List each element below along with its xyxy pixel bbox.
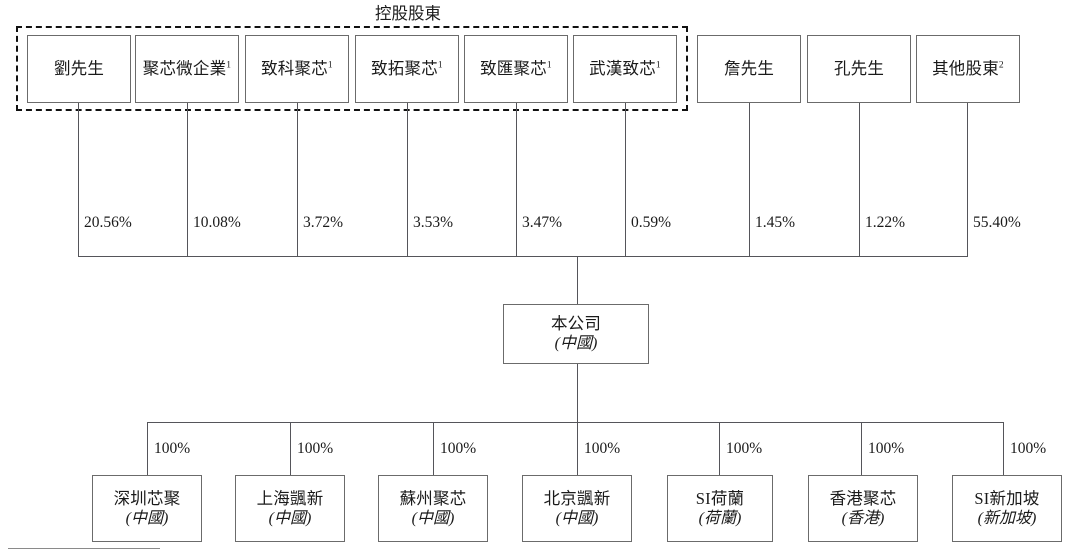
footnote-marker: 2 <box>998 60 1004 71</box>
connector-line <box>967 103 968 256</box>
shareholder-name-text: 武漢致芯 <box>589 58 656 78</box>
connector-line <box>297 103 298 256</box>
footnote-marker: 1 <box>327 60 333 71</box>
ownership-percent: 3.53% <box>413 214 454 231</box>
subsidiary-percent: 100% <box>297 440 334 457</box>
connector-line <box>187 103 188 256</box>
footnote-marker: 1 <box>226 60 232 71</box>
shareholder-name-text: 其他股東 <box>932 58 999 78</box>
footnote-marker: 1 <box>437 60 443 71</box>
shareholder-name: 聚芯微企業1 <box>143 59 231 79</box>
subsidiary-name: 北京颽新 <box>543 488 611 508</box>
shareholder-name: 致拓聚芯1 <box>371 59 443 79</box>
controlling-shareholder-group-outline <box>16 26 688 111</box>
ownership-percent: 1.22% <box>865 214 906 231</box>
subsidiary-box[interactable]: 蘇州聚芯 (中國) <box>378 475 488 542</box>
ownership-percent: 3.72% <box>303 214 344 231</box>
shareholder-name: 武漢致芯1 <box>589 59 661 79</box>
subsidiary-location: (香港) <box>841 509 885 527</box>
connector-line <box>859 103 860 256</box>
subsidiary-percent: 100% <box>868 440 905 457</box>
subsidiary-location: (中國) <box>125 509 169 527</box>
subsidiary-location: (中國) <box>555 509 599 527</box>
connector-line <box>78 103 79 256</box>
shareholder-name: 其他股東2 <box>932 59 1004 79</box>
subsidiary-box[interactable]: 香港聚芯 (香港) <box>808 475 918 542</box>
shareholder-box[interactable]: 聚芯微企業1 <box>135 35 239 103</box>
ownership-percent: 20.56% <box>84 214 132 231</box>
controlling-shareholder-title: 控股股東 <box>375 4 441 23</box>
subsidiary-bus-line <box>147 422 1003 423</box>
subsidiary-box[interactable]: SI新加坡 (新加坡) <box>952 475 1062 542</box>
shareholder-box[interactable]: 其他股東2 <box>916 35 1020 103</box>
footnote-marker: 1 <box>655 60 661 71</box>
shareholder-name: 詹先生 <box>723 58 775 78</box>
shareholder-name-text: 致科聚芯 <box>261 58 328 78</box>
company-name: 本公司 <box>550 314 602 334</box>
shareholder-box[interactable]: 劉先生 <box>27 35 131 103</box>
shareholder-box[interactable]: 詹先生 <box>697 35 801 103</box>
connector-line <box>516 103 517 256</box>
company-location: (中國) <box>554 335 598 353</box>
ownership-percent: 55.40% <box>973 214 1021 231</box>
subsidiary-box[interactable]: 上海颽新 (中國) <box>235 475 345 542</box>
subsidiary-name: SI新加坡 <box>974 488 1040 508</box>
subsidiary-percent: 100% <box>440 440 477 457</box>
connector-line <box>147 422 148 475</box>
company-box[interactable]: 本公司 (中國) <box>503 304 649 364</box>
subsidiary-name: 香港聚芯 <box>829 488 897 508</box>
company-inbound-line <box>577 256 578 304</box>
shareholder-box[interactable]: 致科聚芯1 <box>245 35 349 103</box>
ownership-percent: 0.59% <box>631 214 672 231</box>
shareholder-name: 劉先生 <box>53 58 105 78</box>
ownership-percent: 1.45% <box>755 214 796 231</box>
shareholder-name: 孔先生 <box>833 58 885 78</box>
footnote-marker: 1 <box>546 60 552 71</box>
shareholder-name: 致匯聚芯1 <box>480 59 552 79</box>
ownership-percent: 3.47% <box>522 214 563 231</box>
ownership-percent: 10.08% <box>193 214 241 231</box>
shareholder-name-text: 致匯聚芯 <box>480 58 547 78</box>
subsidiary-percent: 100% <box>584 440 621 457</box>
company-outbound-line <box>577 364 578 422</box>
subsidiary-percent: 100% <box>1010 440 1047 457</box>
subsidiary-percent: 100% <box>154 440 191 457</box>
subsidiary-location: (中國) <box>411 509 455 527</box>
subsidiary-box[interactable]: SI荷蘭 (荷蘭) <box>667 475 773 542</box>
shareholder-box[interactable]: 孔先生 <box>807 35 911 103</box>
shareholder-name-text: 致拓聚芯 <box>371 58 438 78</box>
shareholder-name: 致科聚芯1 <box>261 59 333 79</box>
connector-line <box>290 422 291 475</box>
subsidiary-name: 蘇州聚芯 <box>399 488 467 508</box>
shareholder-bus-line <box>78 256 968 257</box>
subsidiary-name: 深圳芯聚 <box>113 488 181 508</box>
connector-line <box>719 422 720 475</box>
subsidiary-percent: 100% <box>726 440 763 457</box>
connector-line <box>407 103 408 256</box>
shareholder-box[interactable]: 致拓聚芯1 <box>355 35 459 103</box>
connector-line <box>577 422 578 475</box>
connector-line <box>625 103 626 256</box>
subsidiary-name: 上海颽新 <box>256 488 324 508</box>
shareholder-box[interactable]: 武漢致芯1 <box>573 35 677 103</box>
footnote-rule <box>8 548 160 549</box>
shareholder-box[interactable]: 致匯聚芯1 <box>464 35 568 103</box>
connector-line <box>1003 422 1004 475</box>
shareholder-name-text: 聚芯微企業 <box>142 58 227 78</box>
subsidiary-location: (新加坡) <box>977 509 1037 527</box>
connector-line <box>749 103 750 256</box>
subsidiary-box[interactable]: 深圳芯聚 (中國) <box>92 475 202 542</box>
connector-line <box>861 422 862 475</box>
subsidiary-location: (中國) <box>268 509 312 527</box>
connector-line <box>433 422 434 475</box>
subsidiary-location: (荷蘭) <box>698 509 742 527</box>
subsidiary-name: SI荷蘭 <box>695 488 745 508</box>
subsidiary-box[interactable]: 北京颽新 (中國) <box>522 475 632 542</box>
